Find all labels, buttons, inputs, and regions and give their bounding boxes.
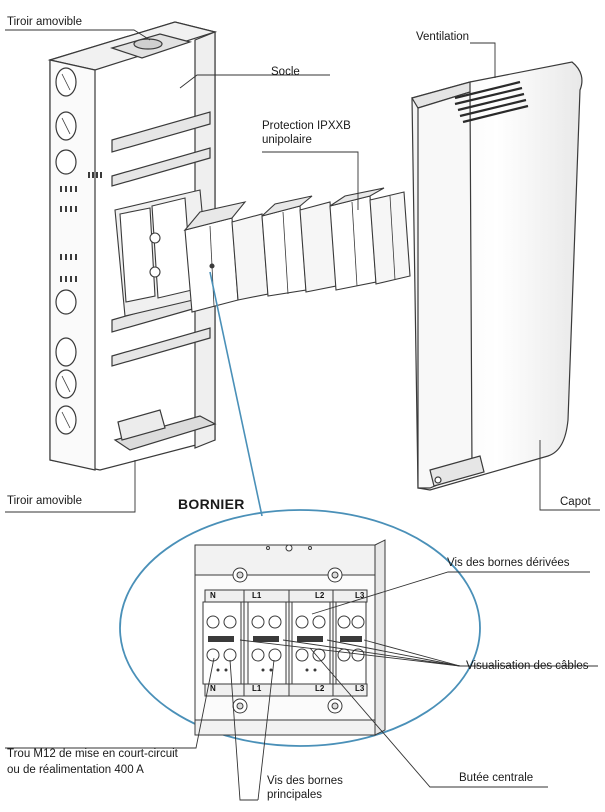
label-vis-bornes-principales-line2: principales <box>267 789 322 801</box>
label-capot: Capot <box>560 496 591 508</box>
phase-label-l1-bottom: L1 <box>252 684 262 693</box>
capot-drawing <box>411 61 583 491</box>
phase-label-n-top: N <box>210 591 216 600</box>
phase-label-l1-top: L1 <box>252 591 262 600</box>
label-protection-line2: unipolaire <box>262 134 312 146</box>
label-butee-centrale: Butée centrale <box>459 772 534 784</box>
bornier-callout-ellipse <box>119 509 481 747</box>
bornier-detail <box>194 539 386 736</box>
label-tiroir-amovible-top: Tiroir amovible <box>7 16 82 28</box>
label-vis-bornes-derivees: Vis des bornes dérivées <box>447 557 570 569</box>
bornier-title: BORNIER <box>178 496 245 512</box>
label-trou-m12-line2: ou de réalimentation 400 A <box>7 764 144 776</box>
bornier-modules <box>114 187 411 317</box>
label-socle: Socle <box>271 66 300 78</box>
label-ventilation: Ventilation <box>416 31 470 43</box>
phase-label-l3-bottom: L3 <box>355 684 365 693</box>
label-protection-line1: Protection IPXXB <box>262 120 351 132</box>
phase-label-n-bottom: N <box>210 684 216 693</box>
label-visualisation-cables: Visualisation des câbles <box>466 660 589 672</box>
phase-label-l2-top: L2 <box>315 591 325 600</box>
phase-label-l3-top: L3 <box>355 591 365 600</box>
label-vis-bornes-principales-line1: Vis des bornes <box>267 775 343 787</box>
leader-lines-detail <box>5 571 598 801</box>
callout-connector <box>209 271 263 517</box>
phase-label-l2-bottom: L2 <box>315 684 325 693</box>
label-tiroir-amovible-bottom: Tiroir amovible <box>7 495 82 507</box>
leader-lines-top <box>5 29 600 513</box>
label-trou-m12-line1: Trou M12 de mise en court-circuit <box>7 748 178 760</box>
